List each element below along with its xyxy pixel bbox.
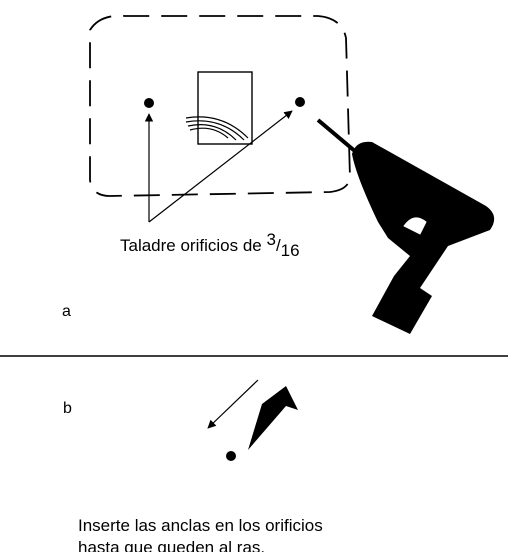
drill-instruction-caption: Taladre orificios de 3/16 bbox=[120, 231, 300, 259]
drill-icon bbox=[316, 118, 495, 334]
arrow-to-right-hole bbox=[148, 110, 293, 223]
caption-numerator: 3 bbox=[266, 230, 276, 249]
wall-anchor-icon bbox=[248, 386, 298, 450]
caption-separator: / bbox=[275, 236, 281, 255]
hole-panel-b bbox=[226, 451, 236, 461]
cable-icon bbox=[185, 71, 253, 145]
caption-prefix: Taladre orificios de bbox=[120, 236, 267, 255]
hole-right bbox=[295, 97, 305, 107]
caption-line-1: Inserte las anclas en los orificios bbox=[78, 516, 323, 535]
wall-outline bbox=[89, 14, 351, 197]
anchor-instruction-caption: Inserte las anclas en los orificios hast… bbox=[78, 515, 323, 552]
insert-arrow bbox=[207, 379, 259, 429]
panel-b-label: b bbox=[63, 400, 72, 417]
panel-a-label: a bbox=[62, 303, 71, 320]
caption-line-2: hasta que queden al ras. bbox=[78, 538, 266, 552]
caption-denominator: 16 bbox=[280, 241, 300, 260]
hole-left bbox=[144, 98, 154, 108]
